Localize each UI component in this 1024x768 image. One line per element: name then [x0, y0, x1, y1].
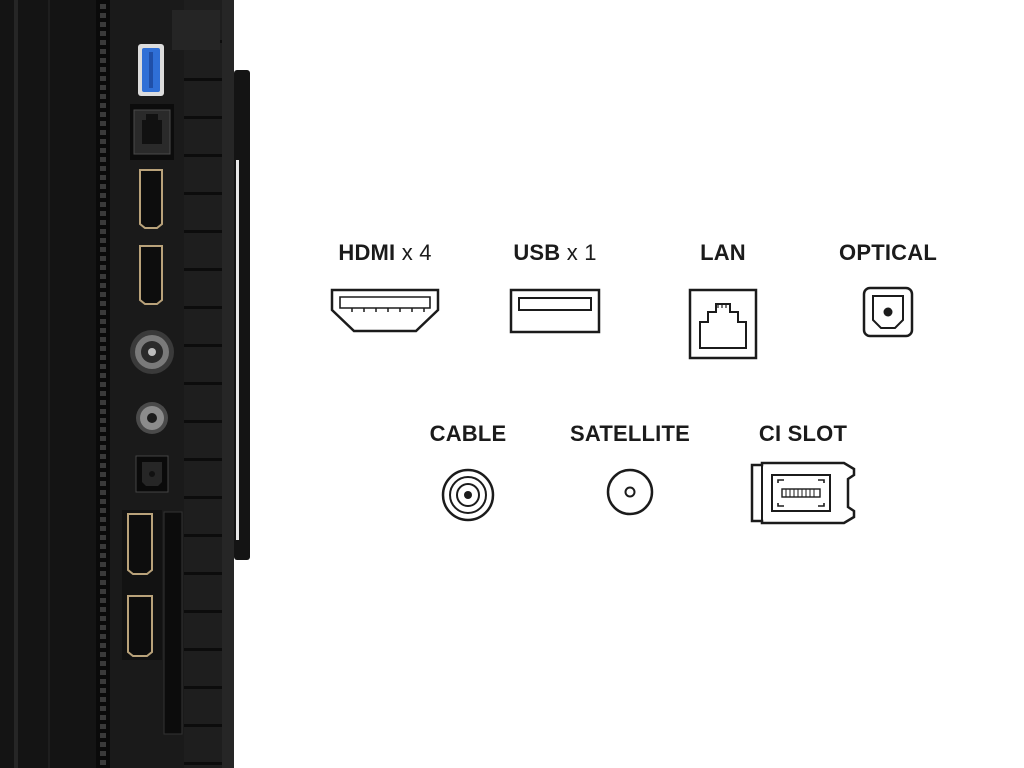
port-hdmi: HDMI x 4 [320, 240, 450, 334]
port-lan: LAN [674, 240, 772, 360]
lan-label: LAN [700, 240, 746, 265]
tv-back-panel-photo [0, 0, 252, 768]
panel-hdmi-port-3 [127, 513, 153, 575]
port-cable: CABLE [418, 421, 518, 523]
optical-label: OPTICAL [839, 240, 937, 265]
satellite-label: SATELLITE [570, 421, 690, 446]
usb-icon [509, 288, 601, 334]
panel-hdmi-port-2 [139, 245, 163, 305]
hdmi-label: HDMI x 4 [338, 240, 432, 265]
panel-optical-port [135, 455, 169, 493]
cable-label: CABLE [429, 421, 507, 446]
ci-slot-label: CI SLOT [758, 421, 848, 446]
port-usb: USB x 1 [500, 240, 610, 334]
port-satellite: SATELLITE [562, 421, 698, 517]
lan-icon [688, 288, 758, 360]
satellite-icon [606, 468, 654, 516]
panel-satellite-port [136, 402, 168, 434]
panel-cable-port [130, 330, 174, 374]
panel-usb-port [138, 44, 164, 96]
port-optical: OPTICAL [824, 240, 952, 338]
panel-ci-slot [163, 511, 183, 735]
port-legend: HDMI x 4 USB x 1 LAN [252, 0, 1024, 768]
cable-icon [441, 468, 495, 522]
port-ci-slot: CI SLOT [746, 421, 860, 525]
panel-hdmi-port-4 [127, 595, 153, 657]
hdmi-icon [330, 288, 440, 333]
usb-label: USB x 1 [513, 240, 597, 265]
panel-lan-port [130, 104, 174, 160]
tv-back-panel-illustration [0, 0, 250, 768]
panel-hdmi-port-1 [139, 169, 163, 229]
optical-icon [862, 286, 914, 338]
ci-slot-icon [750, 461, 856, 525]
